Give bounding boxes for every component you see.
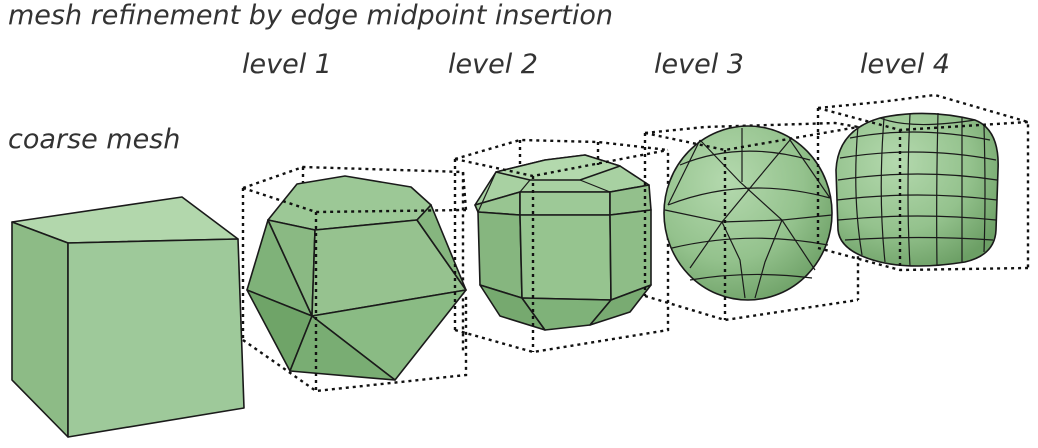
level-2-bounding-box-front [454, 142, 670, 354]
coarse-mesh-label: coarse mesh [8, 124, 181, 155]
level-3-bounding-box-front [644, 125, 859, 322]
level-3-mesh-lines [664, 128, 833, 299]
level-4-bounding-box-front [817, 106, 1029, 272]
level-1-mesh [241, 165, 468, 393]
level-4-mesh [816, 93, 1030, 272]
level-1-label: level 1 [242, 49, 332, 80]
cube-front-face [67, 238, 245, 438]
level-3-mesh [643, 121, 860, 322]
level-4-label: level 4 [860, 49, 950, 80]
level-3-label: level 3 [654, 49, 744, 80]
level-4-mesh-lines [836, 112, 998, 267]
diagram-title: mesh refinement by edge midpoint inserti… [8, 0, 614, 31]
level-2-mesh [453, 138, 670, 354]
level-4-bounding-box [816, 93, 1030, 268]
level-3-bounding-box [643, 121, 860, 300]
level-1-bounding-box-front [242, 171, 468, 393]
coarse-mesh-cube [11, 196, 245, 438]
level-2-label: level 2 [448, 49, 538, 80]
cube-left-face [11, 221, 69, 438]
